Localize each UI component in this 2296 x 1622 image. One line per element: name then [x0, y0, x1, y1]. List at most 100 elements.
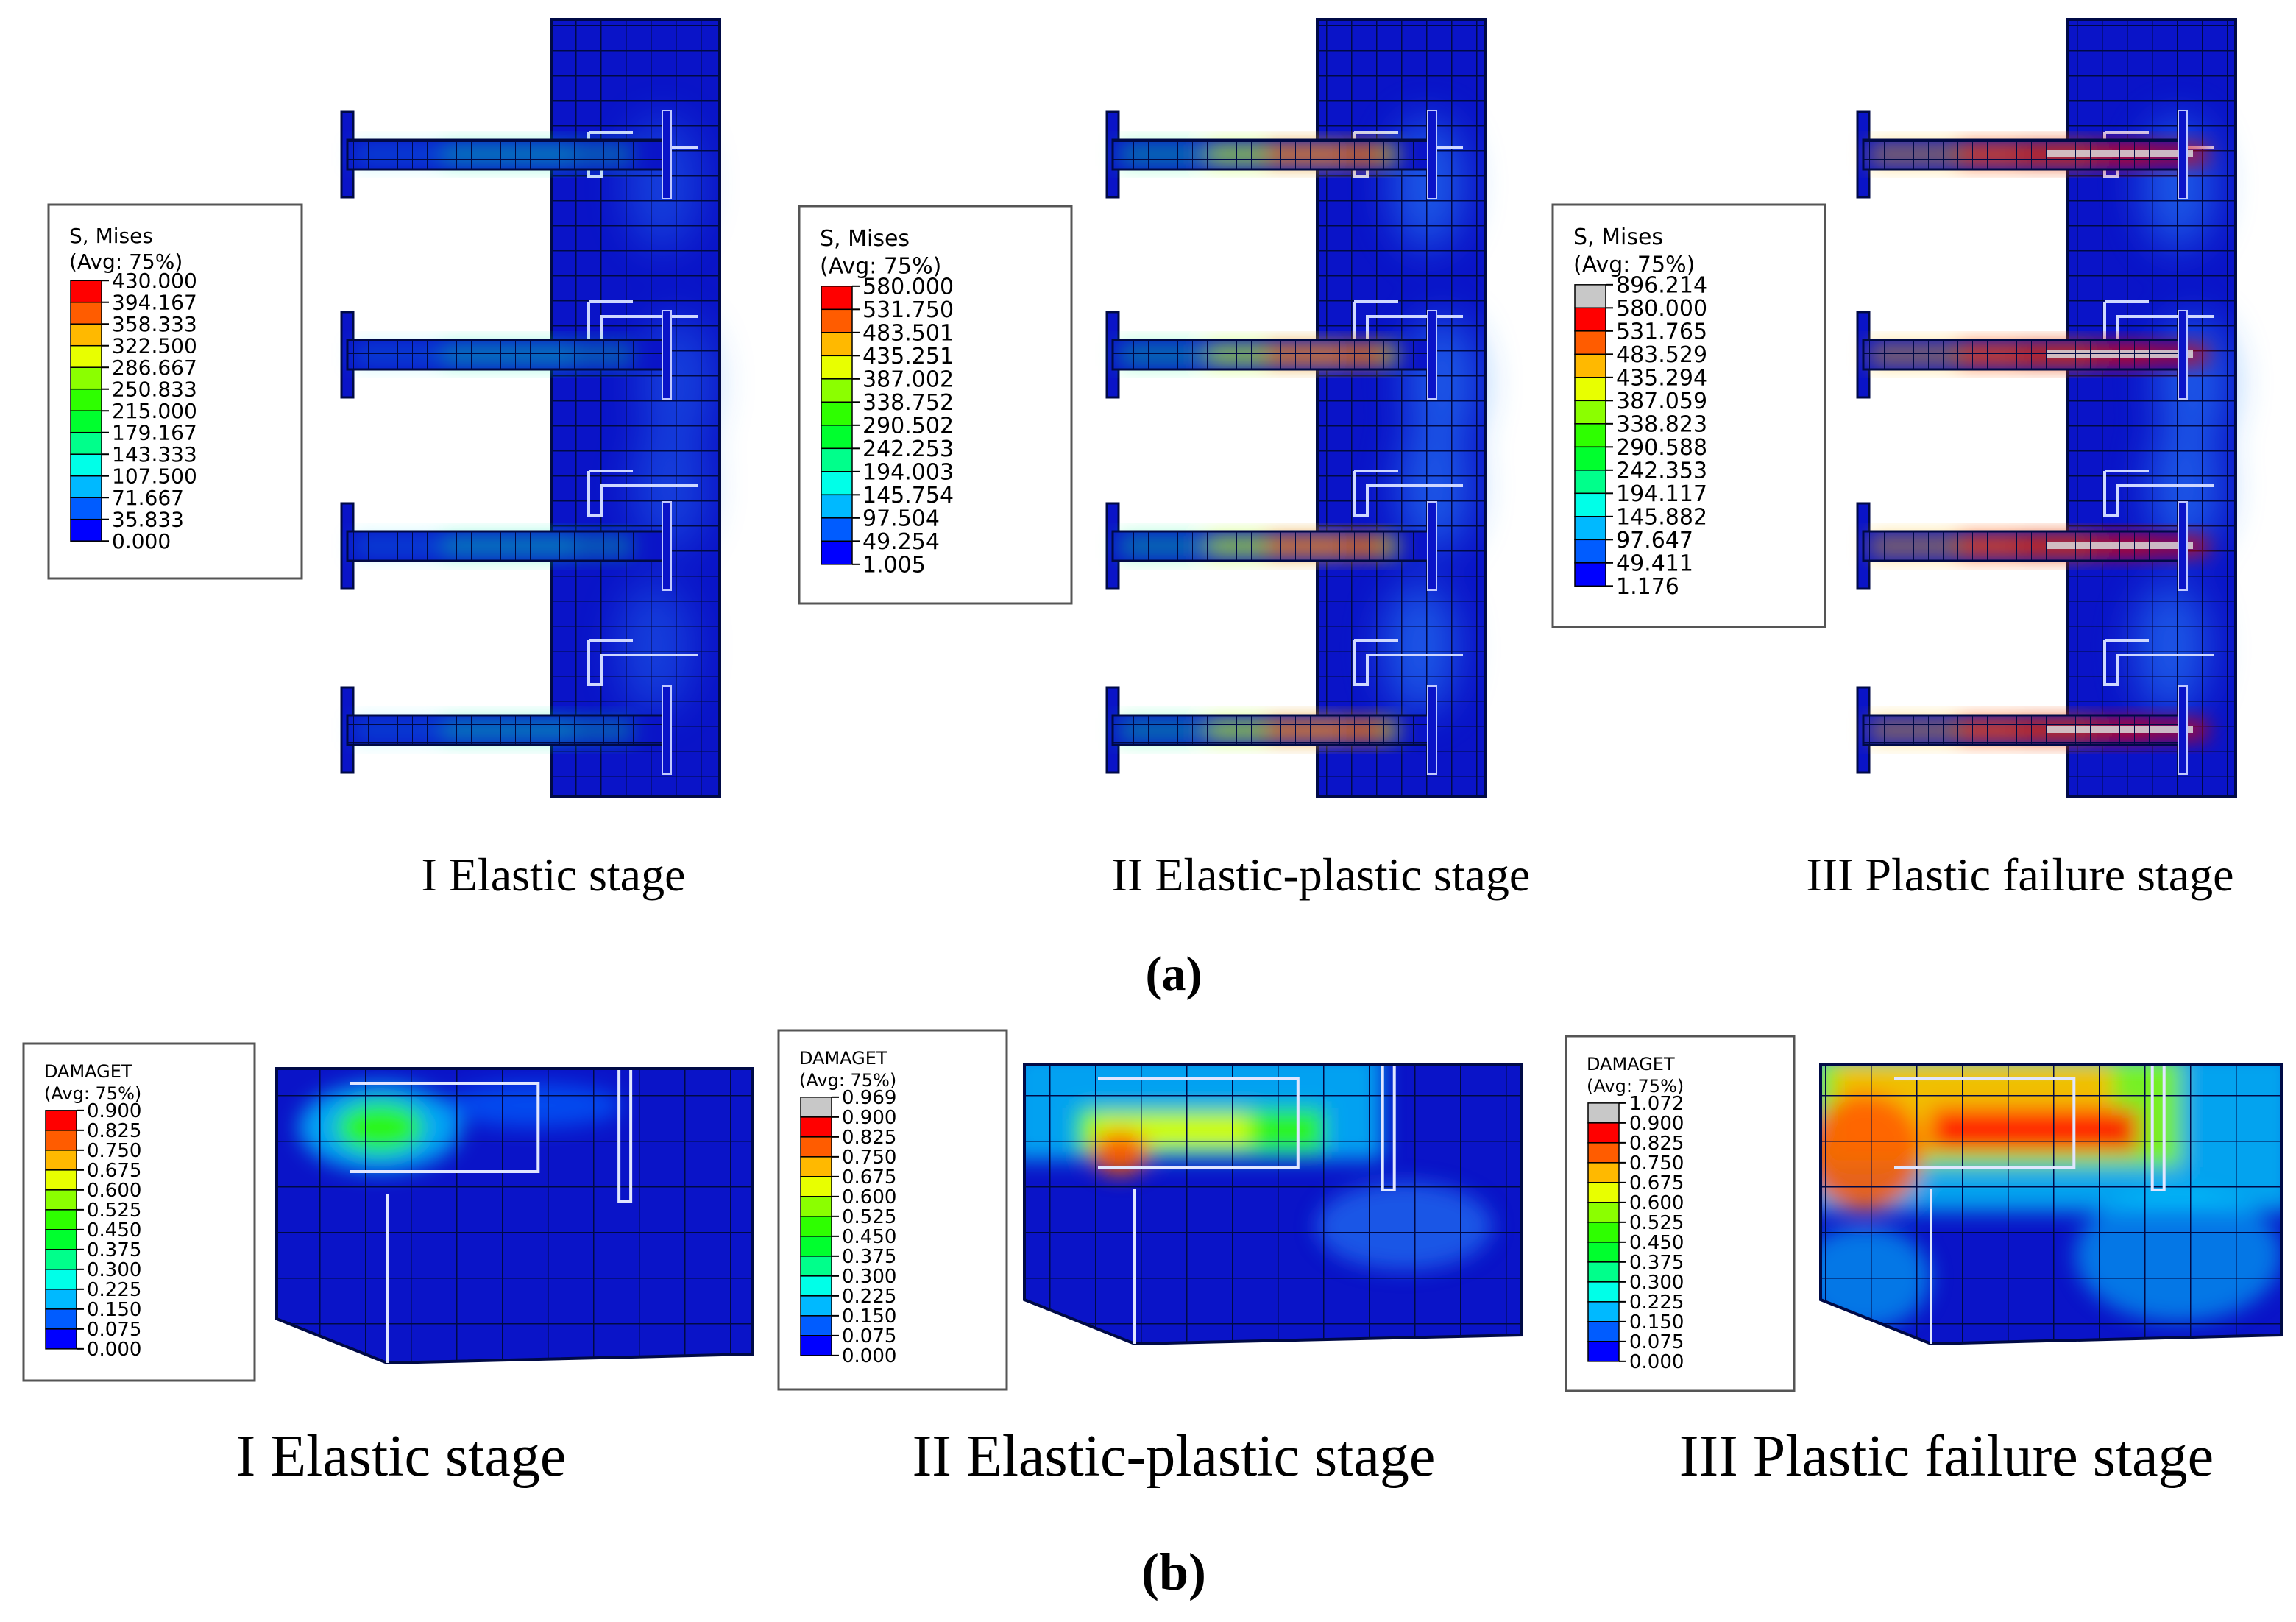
legend-value: 483.529 — [1616, 342, 1707, 368]
legend-value: 0.825 — [87, 1120, 141, 1142]
legend-subtitle: (Avg: 75%) — [1587, 1076, 1684, 1097]
legend-swatch — [800, 1116, 832, 1138]
legend-swatch — [70, 344, 102, 368]
legend-swatch — [1587, 1142, 1620, 1164]
panel-a-label: (a) — [1146, 947, 1202, 1001]
legend-value: 896.214 — [1616, 272, 1707, 298]
legend-value: 143.333 — [112, 442, 197, 467]
legend-value: 0.075 — [842, 1325, 896, 1347]
legend-swatch — [45, 1269, 77, 1290]
panel-b-label: (b) — [1141, 1543, 1206, 1601]
legend-swatch — [1574, 562, 1606, 587]
legend-value: 430.000 — [112, 269, 197, 293]
steel-beam — [1856, 310, 2208, 400]
legend-swatch — [70, 301, 102, 325]
legend-swatch — [1587, 1341, 1620, 1362]
stress-model-elastic — [340, 18, 721, 798]
legend-value: 338.823 — [1616, 411, 1707, 437]
legend-value: 0.000 — [112, 529, 171, 553]
damage-model-elastic-plastic — [1023, 1063, 1523, 1346]
legend-swatch — [45, 1328, 77, 1350]
legend-value: 0.825 — [1629, 1133, 1684, 1155]
legend-value: 0.600 — [87, 1180, 141, 1202]
legend-swatch — [45, 1249, 77, 1270]
legend-swatch — [1574, 539, 1606, 564]
legend-value: 483.501 — [862, 320, 954, 346]
legend-value: 0.150 — [1629, 1311, 1684, 1334]
legend-subtitle: (Avg: 75%) — [820, 254, 941, 280]
legend-swatch — [70, 366, 102, 390]
legend-value: 49.411 — [1616, 550, 1693, 576]
legend-value: 0.450 — [842, 1226, 896, 1248]
legend-value: 0.825 — [842, 1127, 896, 1149]
legend-swatch — [70, 497, 102, 520]
legend-value: 322.500 — [112, 334, 197, 358]
legend-value: 0.750 — [1629, 1152, 1684, 1175]
legend-value: 1.005 — [862, 552, 926, 578]
legend-subtitle: (Avg: 75%) — [44, 1083, 141, 1104]
caption-b-plastic-failure: III Plastic failure stage — [1679, 1424, 2214, 1489]
legend-swatch — [800, 1295, 832, 1317]
legend-value: 0.450 — [87, 1219, 141, 1242]
legend-value: 194.003 — [862, 459, 954, 485]
legend-value: 145.754 — [862, 483, 954, 509]
legend-damaget-elastic: DAMAGET(Avg: 75%)0.9000.8250.7500.6750.6… — [22, 1042, 256, 1382]
legend-value: 0.675 — [1629, 1172, 1684, 1194]
steel-beam — [340, 310, 672, 400]
damage-model-plastic-failure — [1819, 1063, 2283, 1346]
legend-subtitle: (Avg: 75%) — [799, 1070, 896, 1091]
legend-swatch — [821, 425, 853, 450]
legend-swatch — [821, 378, 853, 403]
steel-beam — [1856, 110, 2208, 199]
legend-swatch — [1574, 423, 1606, 448]
legend-mises-elastic: S, Mises(Avg: 75%)430.000394.167358.3333… — [47, 203, 303, 580]
legend-value: 387.002 — [862, 366, 954, 392]
legend-swatch — [1574, 330, 1606, 355]
legend-title: DAMAGET — [799, 1048, 887, 1069]
steel-beam — [1856, 501, 2208, 591]
legend-swatch — [70, 518, 102, 542]
legend-value: 0.000 — [87, 1339, 141, 1361]
legend-value: 242.353 — [1616, 458, 1707, 484]
legend-value: 580.000 — [1616, 296, 1707, 322]
legend-swatch — [1574, 353, 1606, 378]
legend-swatch — [821, 540, 853, 565]
legend-mises-plastic-failure: S, Mises(Avg: 75%)896.214580.000531.7654… — [1551, 203, 1826, 628]
legend-swatch — [1587, 1261, 1620, 1283]
legend-value: 0.525 — [1629, 1212, 1684, 1234]
legend-swatch — [1574, 470, 1606, 495]
legend-swatch — [70, 280, 102, 303]
caption-a-plastic-failure: III Plastic failure stage — [1806, 849, 2233, 901]
legend-swatch — [1574, 377, 1606, 402]
legend-value: 194.117 — [1616, 481, 1707, 507]
legend-swatch — [1574, 492, 1606, 517]
legend-value: 0.525 — [87, 1200, 141, 1222]
legend-swatch — [45, 1308, 77, 1330]
legend-swatch — [1574, 516, 1606, 541]
legend-value: 0.150 — [842, 1306, 896, 1328]
steel-beam — [1105, 685, 1437, 775]
legend-value: 0.750 — [842, 1147, 896, 1169]
legend-value: 49.254 — [862, 529, 940, 555]
legend-value: 531.765 — [1616, 319, 1707, 344]
legend-damaget-plastic-failure: DAMAGET(Avg: 75%)1.0720.9000.8250.7500.6… — [1565, 1035, 1796, 1392]
legend-swatch — [70, 453, 102, 477]
legend-value: 0.225 — [87, 1279, 141, 1301]
caption-b-elastic-plastic: II Elastic-plastic stage — [913, 1424, 1436, 1489]
legend-swatch — [45, 1150, 77, 1171]
legend-subtitle: (Avg: 75%) — [69, 249, 183, 274]
legend-value: 0.000 — [1629, 1351, 1684, 1373]
legend-value: 0.300 — [87, 1259, 141, 1281]
legend-swatch — [800, 1156, 832, 1177]
legend-swatch — [821, 447, 853, 472]
legend-subtitle: (Avg: 75%) — [1573, 252, 1695, 278]
legend-value: 358.333 — [112, 312, 197, 336]
steel-beam — [1105, 501, 1437, 591]
legend-value: 0.675 — [87, 1160, 141, 1182]
legend-mises-elastic-plastic: S, Mises(Avg: 75%)580.000531.750483.5014… — [798, 205, 1073, 605]
legend-swatch — [1587, 1242, 1620, 1263]
legend-swatch — [1574, 307, 1606, 332]
legend-swatch — [45, 1209, 77, 1230]
legend-value: 0.600 — [1629, 1192, 1684, 1214]
legend-swatch — [45, 1169, 77, 1191]
